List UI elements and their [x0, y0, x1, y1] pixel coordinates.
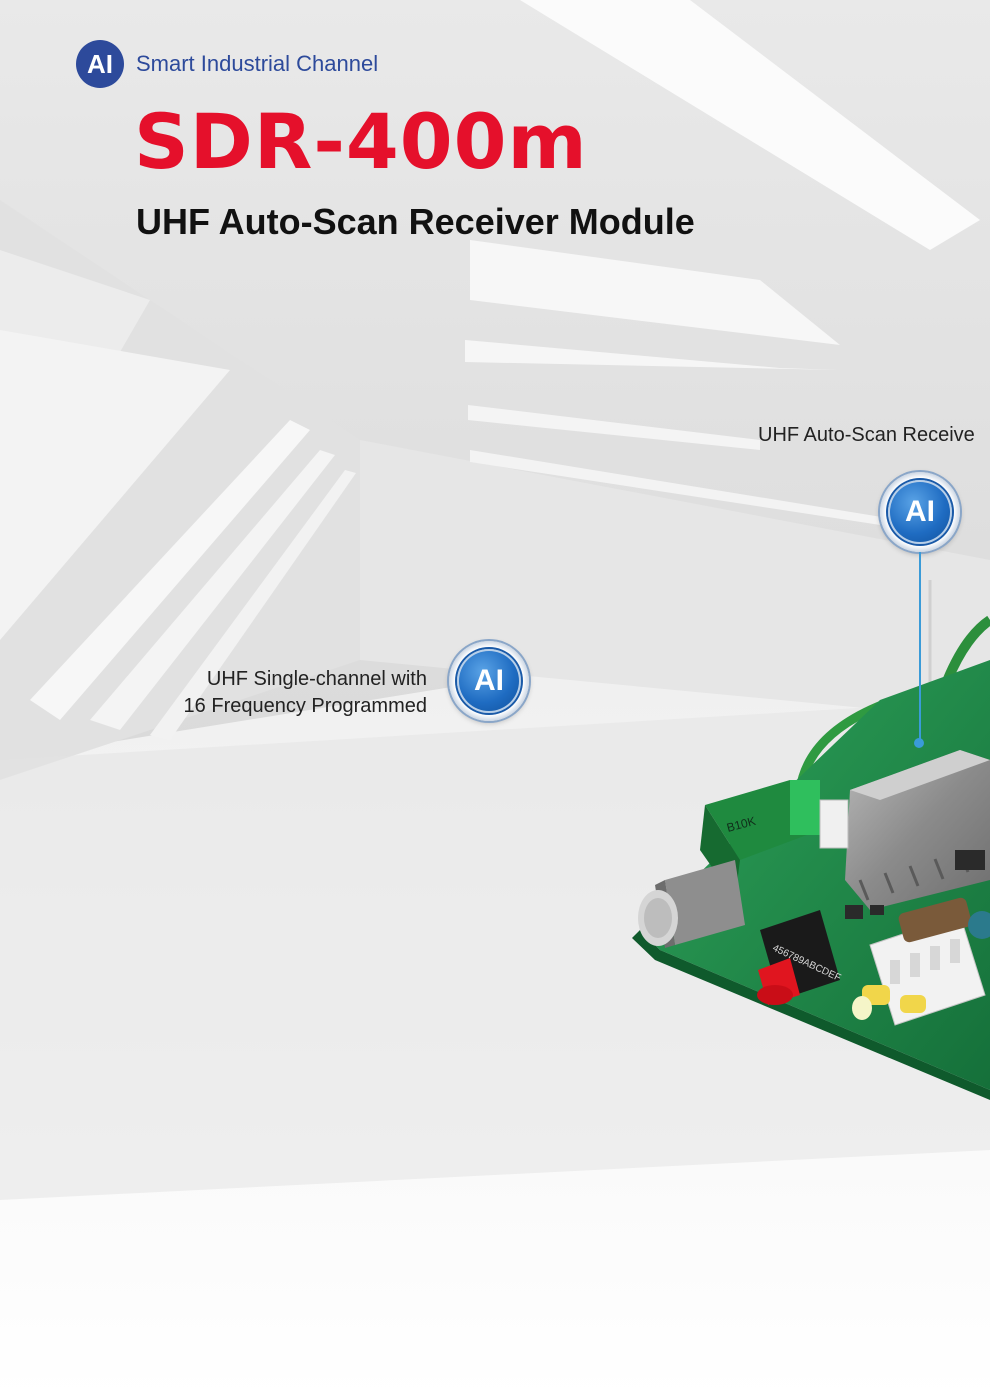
product-subtitle: UHF Auto-Scan Receiver Module [136, 201, 695, 242]
callout-leader-dot [914, 738, 924, 748]
callout-single-channel: UHF Single-channel with 16 Frequency Pro… [184, 666, 427, 720]
callout-leader-line [919, 552, 921, 740]
callout-auto-scan: UHF Auto-Scan Receive [758, 424, 975, 446]
product-title: SDR-400m [134, 97, 588, 186]
callout-single-channel-line2: 16 Frequency Programmed [183, 695, 427, 717]
ai-badge-icon: AI [880, 472, 960, 552]
pcb-module-illustration: B10K 456789ABCDEF [632, 615, 990, 1100]
ai-badge-label: AI [457, 649, 521, 713]
ai-badge-icon: AI [449, 641, 529, 721]
ai-badge-label: AI [888, 480, 952, 544]
brand-name: Smart Industrial Channel [136, 51, 379, 76]
callout-single-channel-line1: UHF Single-channel with [206, 668, 427, 690]
brand-row: AI Smart Industrial Channel [76, 40, 378, 88]
ai-logo-icon: AI [76, 40, 124, 88]
